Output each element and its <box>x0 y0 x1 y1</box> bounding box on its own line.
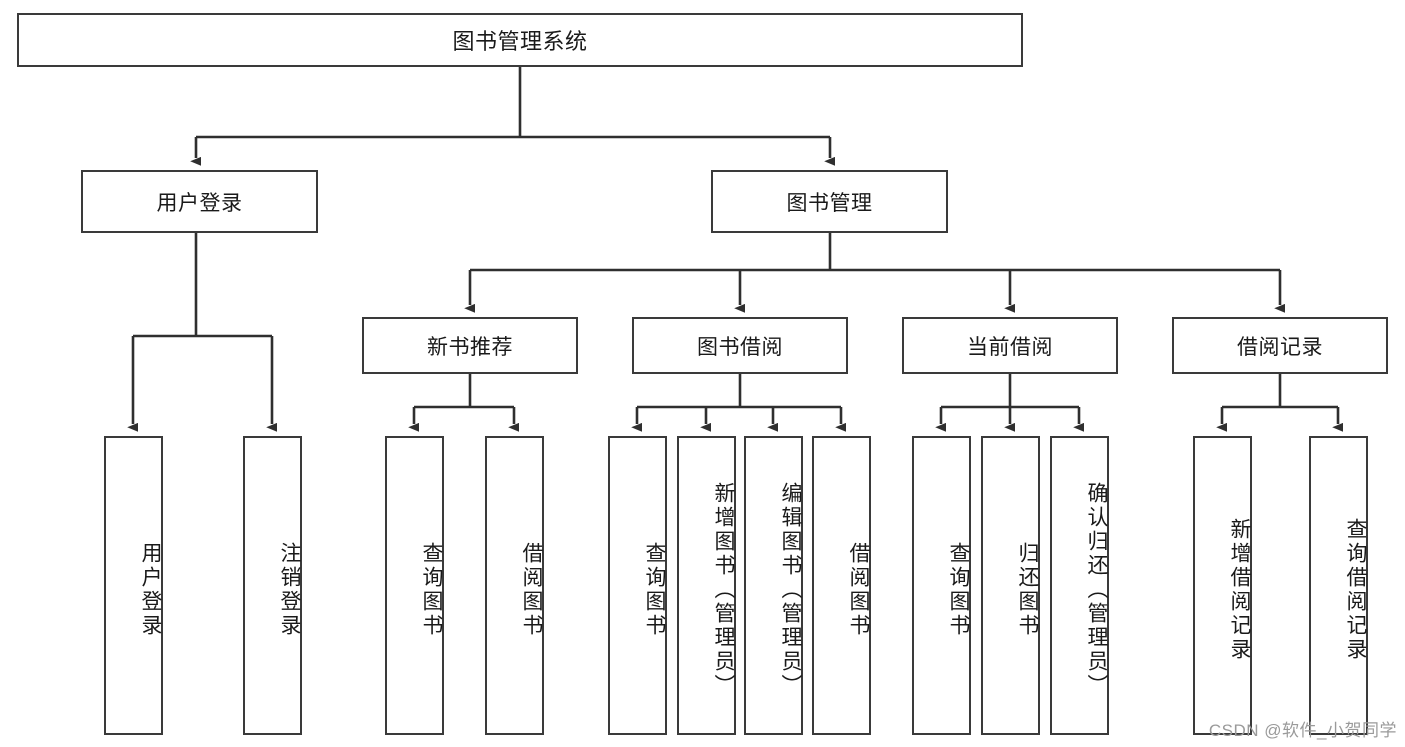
leaf-records-add-record[interactable]: 新增借阅记录 <box>1193 436 1252 735</box>
leaf-current-return-book[interactable]: 归还图书 <box>981 436 1040 735</box>
leaf-current-query-book[interactable]: 查询图书 <box>912 436 971 735</box>
node-label: 图书借阅 <box>697 335 783 359</box>
node-label: 新增图书（管理员） <box>712 481 735 698</box>
node-root-system[interactable]: 图书管理系统 <box>17 13 1023 67</box>
node-label: 注销登录 <box>278 541 301 638</box>
node-new-book-recommend[interactable]: 新书推荐 <box>362 317 578 374</box>
node-label: 图书管理 <box>786 191 873 215</box>
leaf-user-login-signin[interactable]: 用户登录 <box>104 436 163 735</box>
node-label: 编辑图书（管理员） <box>779 481 802 698</box>
leaf-current-confirm-return-admin[interactable]: 确认归还（管理员） <box>1050 436 1109 735</box>
node-user-login[interactable]: 用户登录 <box>81 170 318 233</box>
node-label: 借阅图书 <box>847 541 870 638</box>
node-label: 用户登录 <box>139 541 162 638</box>
leaf-recommend-borrow-book[interactable]: 借阅图书 <box>485 436 544 735</box>
node-label: 查询图书 <box>643 541 666 638</box>
node-label: 查询图书 <box>947 541 970 638</box>
node-label: 当前借阅 <box>967 335 1053 359</box>
csdn-watermark: CSDN @软件_小贺同学 <box>1208 721 1397 740</box>
node-borrow-records[interactable]: 借阅记录 <box>1172 317 1388 374</box>
leaf-borrow-edit-book-admin[interactable]: 编辑图书（管理员） <box>744 436 803 735</box>
node-label: 借阅图书 <box>520 541 543 638</box>
leaf-borrow-borrow-book[interactable]: 借阅图书 <box>812 436 871 735</box>
node-label: 查询图书 <box>420 541 443 638</box>
node-label: 用户登录 <box>156 191 243 215</box>
node-label: 借阅记录 <box>1237 335 1323 359</box>
node-label: 新书推荐 <box>427 335 513 359</box>
leaf-records-query-record[interactable]: 查询借阅记录 <box>1309 436 1368 735</box>
node-label: 新增借阅记录 <box>1228 517 1251 662</box>
leaf-borrow-query-book[interactable]: 查询图书 <box>608 436 667 735</box>
node-current-borrow[interactable]: 当前借阅 <box>902 317 1118 374</box>
node-label: 查询借阅记录 <box>1344 517 1367 662</box>
node-label: 图书管理系统 <box>452 29 588 54</box>
node-label: 归还图书 <box>1016 541 1039 638</box>
leaf-borrow-add-book-admin[interactable]: 新增图书（管理员） <box>677 436 736 735</box>
leaf-user-login-signout[interactable]: 注销登录 <box>243 436 302 735</box>
node-book-management[interactable]: 图书管理 <box>711 170 948 233</box>
leaf-recommend-query-book[interactable]: 查询图书 <box>385 436 444 735</box>
node-book-borrow[interactable]: 图书借阅 <box>632 317 848 374</box>
node-label: 确认归还（管理员） <box>1085 481 1108 698</box>
